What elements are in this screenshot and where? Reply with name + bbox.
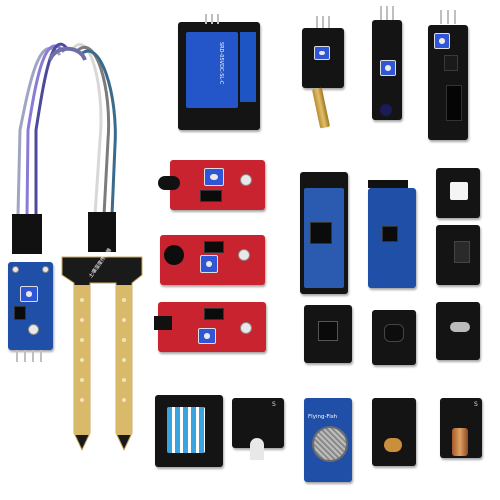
push-button — [318, 321, 338, 341]
rgb-led-module — [436, 168, 480, 218]
relay-terminal — [240, 32, 256, 102]
ir-tracker-pin — [454, 10, 456, 24]
mounting-hole — [240, 174, 252, 186]
flame-pot — [204, 168, 224, 186]
bluetooth-module — [300, 172, 348, 294]
laser-pin-label: S — [474, 401, 478, 408]
bluetooth-chip — [310, 222, 332, 244]
photo-interrupter-module — [436, 225, 480, 285]
ir-tracker-pin — [440, 10, 442, 24]
photoresistor — [384, 438, 402, 452]
ir-tracker-pot — [434, 33, 450, 49]
led-module — [232, 398, 284, 460]
ir-obstacle-module — [372, 20, 402, 120]
mounting-hole — [12, 266, 19, 273]
moisture-module-chip — [14, 306, 26, 320]
relay-pin — [217, 14, 219, 24]
moisture-module-pot — [20, 286, 38, 302]
module-pin — [40, 350, 42, 362]
flame-ir-led — [158, 176, 180, 190]
hall-sensor-module — [154, 302, 266, 352]
hall-pot — [198, 328, 216, 344]
sound-chip — [204, 241, 224, 253]
flame-sensor-module — [158, 160, 265, 210]
tilt-pin — [322, 16, 324, 28]
laser-module — [440, 398, 482, 458]
hall-chip — [204, 308, 224, 320]
relay-pin — [205, 14, 207, 24]
tilt-sensor-module — [302, 28, 344, 88]
led-pin-label: S — [272, 401, 276, 408]
module-pin — [16, 350, 18, 362]
gas-sensor-brand: Flying-Fish — [308, 414, 338, 420]
ir-led — [380, 104, 392, 116]
accelerometer-module — [368, 188, 416, 288]
ir-receiver — [384, 324, 404, 342]
button-module — [304, 305, 352, 363]
mounting-hole — [238, 249, 250, 261]
flame-chip — [200, 190, 222, 202]
ir-pin — [392, 6, 394, 20]
ir-pin — [380, 6, 382, 20]
tilt-pin — [328, 16, 330, 28]
white-led — [250, 438, 264, 460]
photoresistor-module — [372, 398, 416, 466]
rgb-led — [450, 182, 468, 200]
hall-element — [154, 316, 172, 330]
ir-tracker-module — [428, 25, 468, 140]
laser-head — [452, 428, 468, 456]
probe-connector-right — [88, 212, 116, 252]
module-pin — [32, 350, 34, 362]
dht11-sensor — [167, 407, 205, 453]
ir-pot — [380, 60, 396, 76]
relay-label: SRD-05VDC-SL-C — [218, 42, 224, 85]
ir-tracker-receiver — [446, 85, 462, 121]
sound-sensor-module — [160, 235, 265, 285]
probe-connector-left — [12, 214, 42, 254]
sound-pot — [200, 255, 218, 273]
gas-sensor-mesh — [312, 426, 348, 462]
accelerometer-chip — [382, 226, 398, 242]
ir-tracker-led — [444, 55, 458, 71]
infrared-receiver-module — [372, 310, 416, 365]
module-pin — [24, 350, 26, 362]
dht11-module — [155, 395, 223, 467]
relay-pin — [211, 14, 213, 24]
reed-element — [450, 322, 470, 332]
interrupter — [454, 241, 470, 263]
mounting-hole — [28, 324, 39, 335]
mounting-hole — [240, 322, 252, 334]
gas-sensor-module: Flying-Fish — [304, 398, 352, 482]
reed-switch-module — [436, 302, 480, 360]
relay-module: SRD-05VDC-SL-C — [178, 22, 260, 130]
tilt-pin — [316, 16, 318, 28]
relay-block — [186, 32, 238, 108]
microphone — [164, 245, 184, 265]
mounting-hole — [42, 266, 49, 273]
moisture-module — [8, 262, 53, 350]
tilt-pot — [314, 46, 330, 60]
tilt-switch — [311, 87, 331, 129]
ir-pin — [386, 6, 388, 20]
ir-tracker-pin — [447, 10, 449, 24]
soil-probe — [61, 256, 143, 452]
accelerometer-header — [368, 180, 408, 188]
probe-cable — [16, 42, 117, 216]
